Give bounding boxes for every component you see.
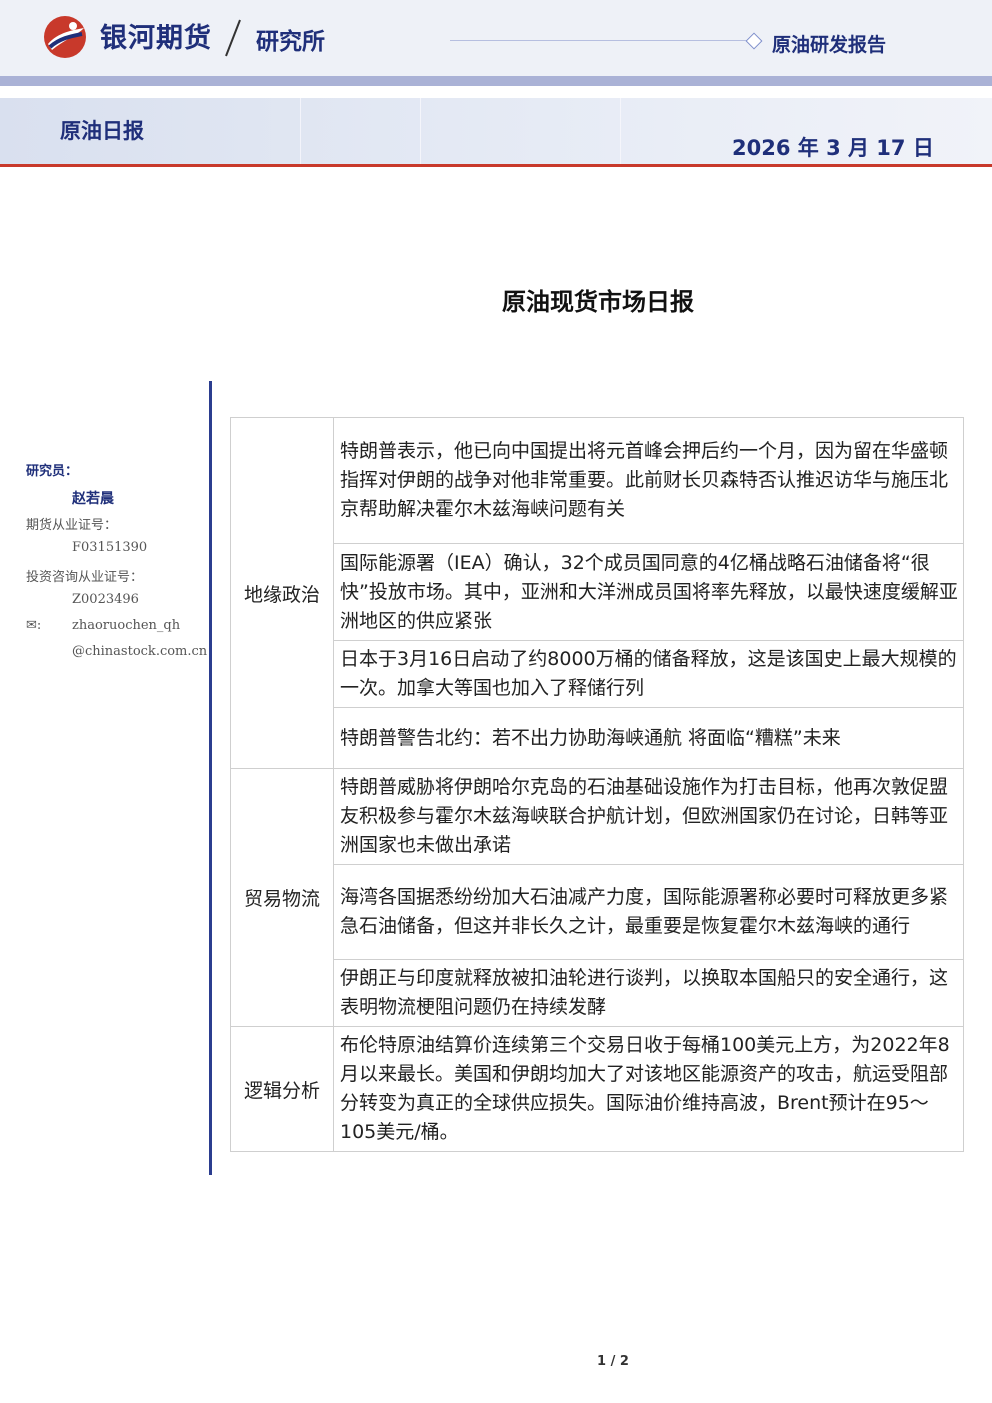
table-row: 贸易物流 特朗普威胁将伊朗哈尔克岛的石油基础设施作为打击目标，他再次敦促盟友积极… (230, 768, 964, 1027)
news-item: 布伦特原油结算价连续第三个交易日收于每桶100美元上方，为2022年8月以来最长… (333, 1026, 964, 1152)
header-divider (0, 76, 992, 86)
category-cell: 贸易物流 (230, 768, 334, 1027)
table-row: 海湾各国据悉纷纷加大石油减产力度，国际能源署称必要时可释放更多紧急石油储备，但这… (231, 864, 964, 960)
table-row: 逻辑分析 布伦特原油结算价连续第三个交易日收于每桶100美元上方，为2022年8… (230, 1026, 964, 1152)
news-item: 日本于3月16日启动了约8000万桶的储备释放，这是该国史上最大规模的一次。加拿… (333, 640, 964, 708)
news-item: 特朗普警告北约：若不出力协助海峡通航 将面临“糟糕”未来 (333, 707, 964, 769)
decor-stroke (620, 98, 621, 164)
table-row: 日本于3月16日启动了约8000万桶的储备释放，这是该国史上最大规模的一次。加拿… (231, 640, 964, 708)
brand-name: 银河期货 (100, 23, 212, 54)
news-item: 特朗普威胁将伊朗哈尔克岛的石油基础设施作为打击目标，他再次敦促盟友积极参与霍尔木… (333, 768, 964, 865)
consult-cert: Z0023496 (72, 592, 139, 607)
futures-cert-label: 期货从业证号： (26, 518, 118, 533)
decor-stroke (300, 98, 301, 164)
table-row: 地缘政治 特朗普表示，他已向中国提出将元首峰会押后约一个月，因为留在华盛顿指挥对… (230, 417, 964, 769)
researcher-label: 研究员： (26, 464, 79, 479)
news-table: 地缘政治 特朗普表示，他已向中国提出将元首峰会押后约一个月，因为留在华盛顿指挥对… (230, 417, 964, 1152)
institute-name: 研究所 (256, 29, 325, 55)
subheader-red-line (0, 164, 992, 167)
report-date: 2026 年 3 月 17 日 (732, 136, 934, 160)
category-cell: 地缘政治 (230, 417, 334, 769)
decor-stroke (420, 98, 421, 164)
news-item: 特朗普表示，他已向中国提出将元首峰会押后约一个月，因为留在华盛顿指挥对伊朗的战争… (333, 417, 964, 544)
subheader-band (0, 98, 992, 167)
slash-divider-icon (225, 19, 241, 57)
page-title: 原油现货市场日报 (502, 288, 694, 316)
news-item: 海湾各国据悉纷纷加大石油减产力度，国际能源署称必要时可释放更多紧急石油储备，但这… (333, 864, 964, 960)
table-row: 国际能源署（IEA）确认，32个成员国同意的4亿桶战略石油储备将“很快”投放市场… (231, 543, 964, 641)
email-line-1[interactable]: zhaoruochen_qh (72, 618, 181, 633)
header-band (0, 0, 992, 86)
email-line-2[interactable]: @chinastock.com.cn (72, 644, 208, 659)
sidebar-rule (209, 381, 212, 1175)
mail-icon: ✉: (26, 618, 42, 633)
consult-cert-label: 投资咨询从业证号： (26, 570, 144, 585)
researcher-name: 赵若晨 (72, 491, 114, 507)
page-number: 1 / 2 (597, 1354, 629, 1369)
news-item: 国际能源署（IEA）确认，32个成员国同意的4亿桶战略石油储备将“很快”投放市场… (333, 543, 964, 641)
daily-title: 原油日报 (60, 119, 144, 143)
table-row: 伊朗正与印度就释放被扣油轮进行谈判，以换取本国船只的安全通行，这表明物流梗阻问题… (231, 959, 964, 1027)
futures-cert: F03151390 (72, 540, 148, 555)
galaxy-logo-icon (44, 16, 86, 58)
table-row: 特朗普警告北约：若不出力协助海峡通航 将面临“糟糕”未来 (231, 707, 964, 769)
news-item: 伊朗正与印度就释放被扣油轮进行谈判，以换取本国船只的安全通行，这表明物流梗阻问题… (333, 959, 964, 1027)
report-type: 原油研发报告 (772, 34, 887, 56)
category-cell: 逻辑分析 (230, 1026, 334, 1152)
header-deco-line (450, 40, 750, 41)
